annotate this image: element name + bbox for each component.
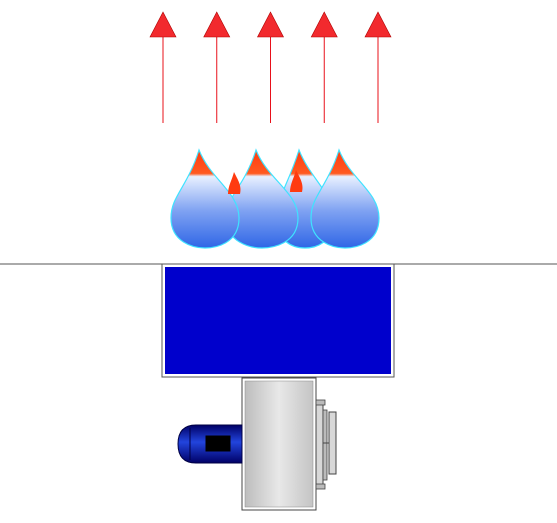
heat-upward-arrow-icon bbox=[364, 11, 392, 123]
heat-upward-arrow-icon bbox=[310, 11, 338, 123]
electric-motor-icon bbox=[177, 424, 243, 464]
flame-tip-icon bbox=[228, 172, 241, 194]
heat-upward-arrow-icon bbox=[203, 11, 231, 123]
heat-upward-arrow-icon bbox=[149, 11, 177, 123]
fan-housing bbox=[241, 377, 337, 511]
burner-box bbox=[161, 263, 395, 378]
flame-tip-icon bbox=[290, 170, 303, 192]
flame-icon bbox=[225, 148, 299, 249]
flame-group bbox=[170, 148, 380, 249]
heat-arrows bbox=[149, 11, 392, 123]
flame-icon bbox=[310, 148, 380, 249]
heat-upward-arrow-icon bbox=[257, 11, 284, 123]
flame-icon bbox=[170, 148, 240, 249]
